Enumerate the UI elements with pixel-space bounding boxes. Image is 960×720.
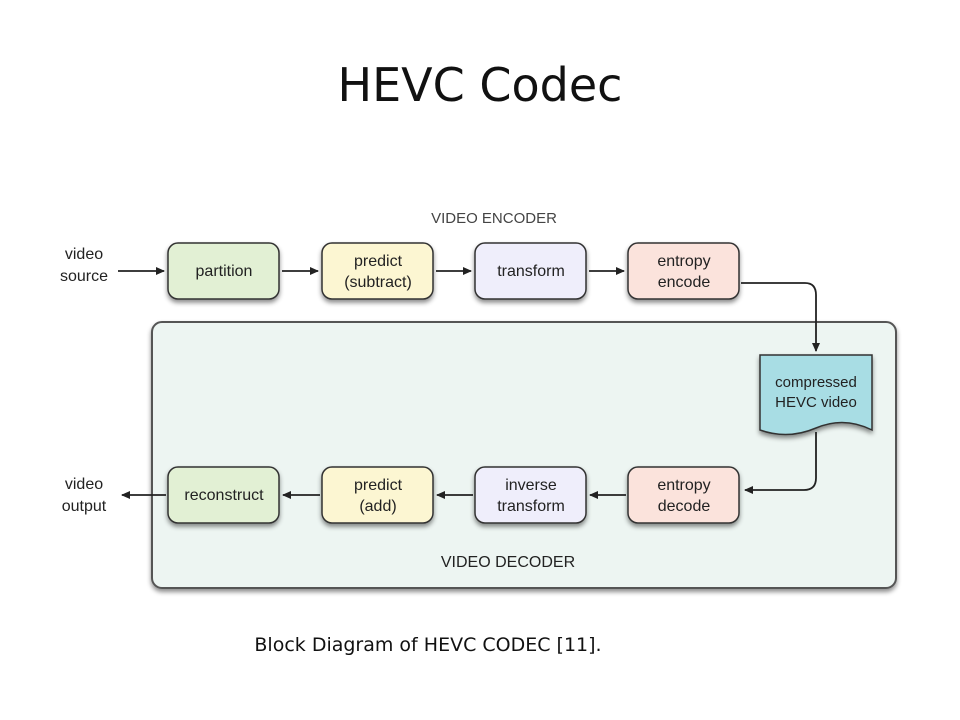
decoder-block-predict: predict (add) — [321, 466, 434, 524]
encoder-block-predict: predict (subtract) — [321, 242, 434, 300]
svg-text:partition: partition — [196, 263, 253, 280]
compressed-bitstream-document: compressed HEVC video — [759, 354, 873, 436]
svg-text:predict: predict — [354, 477, 403, 494]
video-source-label-1: video — [65, 246, 103, 263]
svg-text:(add): (add) — [359, 498, 396, 515]
figure-caption: Block Diagram of HEVC CODEC [11]. — [254, 634, 602, 656]
encoder-label: VIDEO ENCODER — [431, 210, 557, 227]
svg-text:compressed: compressed — [775, 374, 857, 391]
svg-text:(subtract): (subtract) — [344, 274, 412, 291]
svg-text:encode: encode — [658, 274, 711, 291]
video-output-label-1: video — [65, 476, 103, 493]
decoder-block-inverse-transform: inverse transform — [474, 466, 587, 524]
svg-text:reconstruct: reconstruct — [184, 487, 264, 504]
decoder-label: VIDEO DECODER — [441, 554, 575, 571]
svg-text:decode: decode — [658, 498, 711, 515]
svg-text:transform: transform — [497, 498, 565, 515]
encoder-block-entropy-encode: entropy encode — [627, 242, 740, 300]
video-source-label-2: source — [60, 268, 108, 285]
svg-text:transform: transform — [497, 263, 565, 280]
svg-text:entropy: entropy — [657, 477, 710, 494]
arrow-bitstream-to-decode — [744, 432, 817, 494]
svg-text:inverse: inverse — [505, 477, 557, 494]
decoder-block-reconstruct: reconstruct — [167, 466, 280, 524]
svg-text:predict: predict — [354, 253, 403, 270]
svg-text:entropy: entropy — [657, 253, 710, 270]
svg-text:HEVC video: HEVC video — [775, 394, 857, 411]
video-output-label-2: output — [62, 498, 107, 515]
encoder-block-transform: transform — [474, 242, 587, 300]
decoder-block-entropy-decode: entropy decode — [627, 466, 740, 524]
arrow-encode-to-bitstream — [741, 282, 820, 352]
encoder-block-partition: partition — [167, 242, 280, 300]
slide-title: HEVC Codec — [337, 58, 623, 112]
